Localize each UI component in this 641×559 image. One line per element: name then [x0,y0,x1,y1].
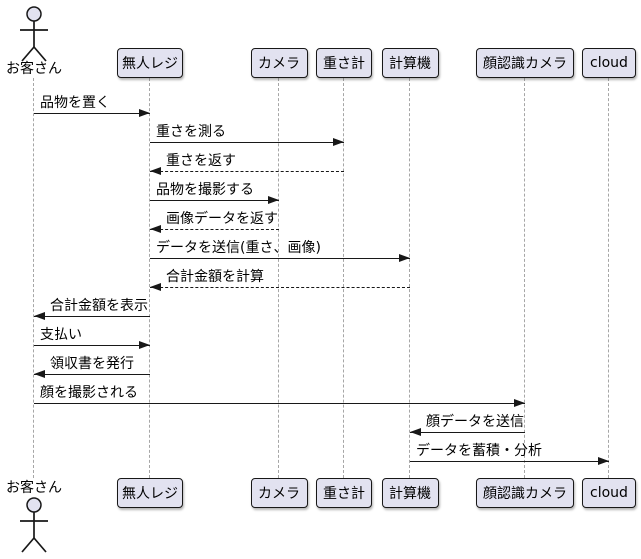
participant-register-bottom: 無人レジ [117,478,183,508]
participant-scale-bottom: 重さ計 [316,478,372,508]
lifeline-camera [278,78,279,478]
message-arrowhead-4 [150,225,161,233]
participant-facecam-top: 顔認識カメラ [476,48,574,78]
participant-computer-top: 計算機 [381,48,439,78]
message-label-7: 合計金額を表示 [50,298,148,314]
message-line-8 [34,345,150,346]
message-label-6: 合計金額を計算 [166,269,264,285]
message-label-2: 重さを返す [166,153,236,169]
message-line-12 [410,461,609,462]
message-arrowhead-0 [139,109,150,117]
message-line-6 [150,287,410,288]
participant-cloud-top: cloud [582,48,636,78]
message-arrowhead-12 [598,457,609,465]
actor-figure-bottom [0,495,69,553]
message-arrowhead-8 [139,341,150,349]
lifeline-register [149,78,150,478]
message-line-5 [150,258,410,259]
participant-scale-top: 重さ計 [316,48,372,78]
message-arrowhead-5 [399,254,410,262]
message-line-10 [34,403,525,404]
lifeline-scale [343,78,344,478]
message-arrowhead-1 [333,138,344,146]
participant-camera-bottom: カメラ [250,478,308,508]
actor-label-bottom: お客さん [6,480,62,496]
message-label-1: 重さを測る [156,124,226,140]
lifeline-cloud [608,78,609,478]
message-label-11: 顔データを送信 [426,414,524,430]
message-line-3 [150,200,279,201]
message-arrowhead-3 [268,196,279,204]
message-label-3: 品物を撮影する [156,182,254,198]
message-line-7 [34,316,150,317]
message-label-0: 品物を置く [40,95,110,111]
message-arrowhead-10 [514,399,525,407]
participant-register-top: 無人レジ [117,48,183,78]
message-arrowhead-9 [34,370,45,378]
message-label-8: 支払い [40,327,82,343]
lifeline-computer [409,78,410,478]
message-arrowhead-11 [410,428,421,436]
message-arrowhead-2 [150,167,161,175]
lifeline-facecam [524,78,525,478]
message-line-11 [410,432,525,433]
message-line-0 [34,113,150,114]
message-label-9: 領収書を発行 [50,356,134,372]
actor-label-top: お客さん [6,61,62,77]
message-label-10: 顔を撮影される [40,385,138,401]
message-label-4: 画像データを返す [166,211,278,227]
message-arrowhead-6 [150,283,161,291]
participant-cloud-bottom: cloud [582,478,636,508]
participant-facecam-bottom: 顔認識カメラ [476,478,574,508]
message-line-2 [150,171,344,172]
message-line-1 [150,142,344,143]
lifeline-customer [33,78,34,478]
message-label-12: データを蓄積・分析 [416,443,542,459]
message-arrowhead-7 [34,312,45,320]
message-line-9 [34,374,150,375]
participant-computer-bottom: 計算機 [381,478,439,508]
message-label-5: データを送信(重さ、画像) [156,240,321,256]
message-line-4 [150,229,279,230]
participant-camera-top: カメラ [250,48,308,78]
actor-figure-top [0,4,69,62]
